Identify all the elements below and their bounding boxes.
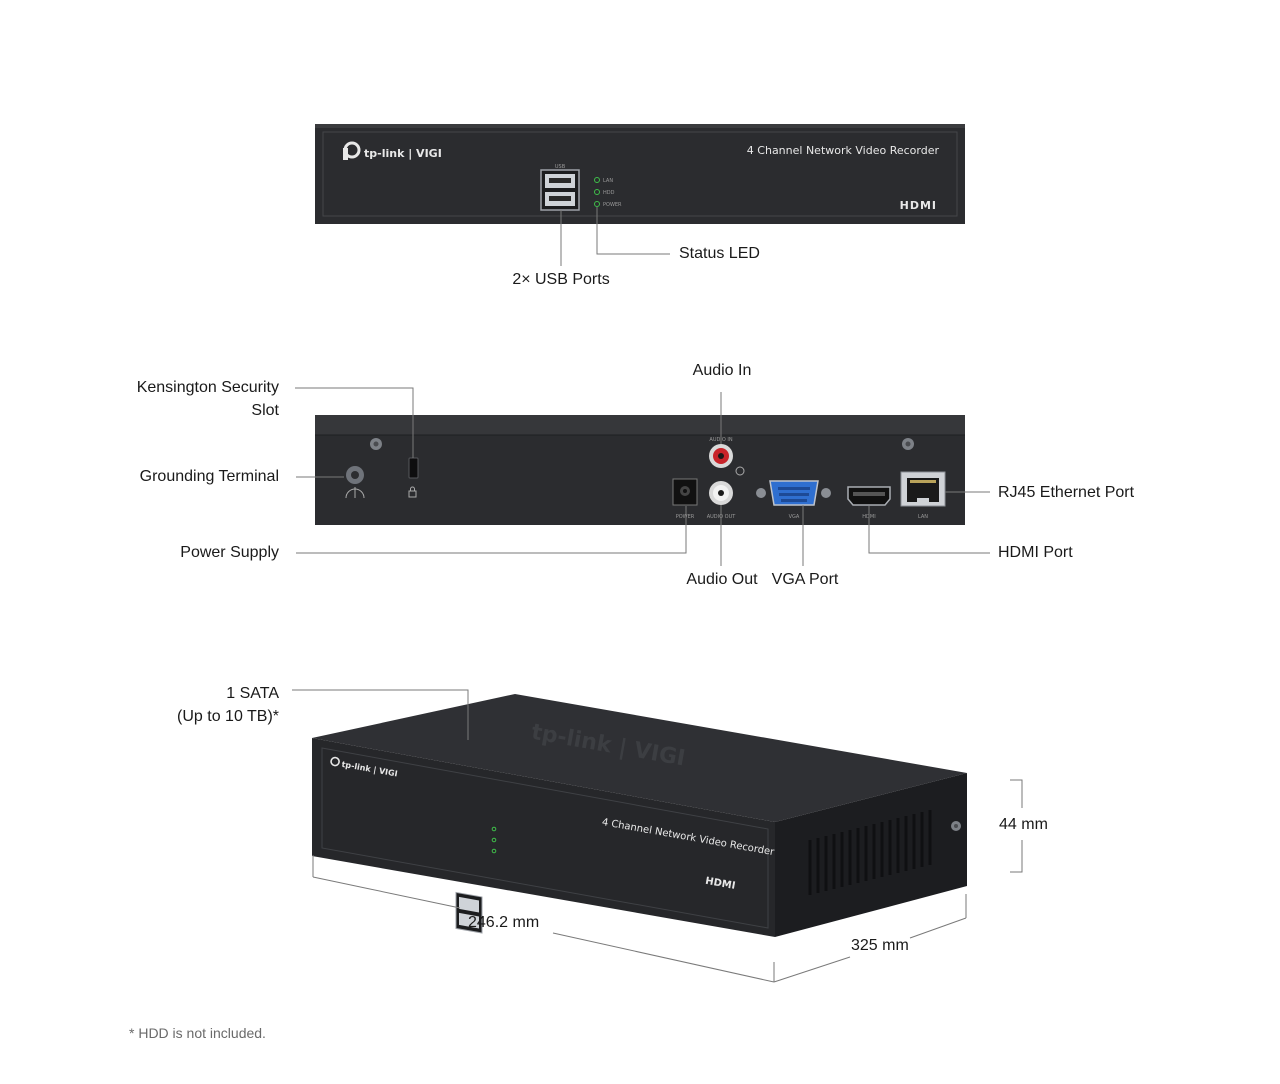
screw-icon: [370, 438, 382, 450]
dimension-depth: 325 mm: [851, 937, 909, 954]
front-panel-view: tp-link | VIGI 4 Channel Network Video R…: [315, 124, 965, 266]
iso-hdmi-logo: HDMI: [704, 876, 736, 892]
usb-tag: USB: [555, 164, 566, 170]
screw-icon: [951, 821, 961, 831]
callout-hdmi-port: HDMI Port: [998, 544, 1073, 561]
usb-ports: [540, 169, 580, 211]
iso-usb-ports: [455, 891, 483, 934]
headphone-icon: [735, 466, 745, 476]
led-lan-tag: LAN: [603, 178, 613, 184]
callout-status-led: Status LED: [679, 245, 760, 262]
front-hdmi-logo: HDMI: [900, 199, 937, 212]
callout-audio-in: Audio In: [692, 362, 752, 379]
front-chassis: [315, 124, 965, 224]
tp-link-logo-icon: [343, 141, 361, 160]
front-leader-lines: [560, 207, 670, 266]
screw-icon: [902, 438, 914, 450]
callout-power-supply: Power Supply: [180, 544, 279, 561]
rear-power-tag: POWER: [676, 514, 695, 520]
callout-usb-ports: 2× USB Ports: [512, 271, 610, 288]
dimension-width: 246.2 mm: [468, 914, 540, 931]
iso-status-leds: [491, 826, 497, 854]
side-vents: [808, 810, 932, 895]
chassis-front-face: [312, 738, 775, 937]
rear-lan-tag: LAN: [918, 514, 928, 520]
isometric-view: tp-link | VIGI tp-link | VIGI 4 Channel …: [292, 689, 1023, 983]
callout-kensington: Kensington Security Slot: [136, 379, 279, 419]
rear-vga-tag: VGA: [789, 514, 800, 520]
callout-rj45: RJ45 Ethernet Port: [998, 484, 1135, 501]
vga-port: [756, 480, 831, 506]
rear-leader-lines: [295, 387, 990, 566]
dimension-height: 44 mm: [999, 816, 1048, 833]
callout-grounding: Grounding Terminal: [139, 468, 279, 485]
lock-icon: [408, 486, 417, 498]
front-logo-text: tp-link | VIGI: [364, 147, 442, 160]
rj45-port: [900, 471, 946, 507]
iso-leader-lines: [292, 689, 1023, 983]
chassis-side-face: [775, 773, 967, 937]
callout-sata: 1 SATA (Up to 10 TB)*: [177, 685, 279, 725]
hdmi-port: [847, 486, 891, 506]
grounding-terminal: [345, 466, 365, 499]
led-hdd-tag: HDD: [603, 190, 615, 196]
power-jack: [672, 478, 698, 506]
callout-audio-out: Audio Out: [686, 571, 758, 588]
front-model-text: 4 Channel Network Video Recorder: [747, 144, 940, 157]
led-power-tag: POWER: [603, 202, 622, 208]
chassis-top-face: [312, 694, 967, 822]
rear-panel-view: POWER AUDIO IN AUDIO OUT VGA: [295, 387, 990, 566]
audio-in-port: [709, 444, 733, 468]
kensington-slot: [408, 457, 419, 498]
footnote: * HDD is not included.: [129, 1025, 266, 1041]
callout-vga-port: VGA Port: [771, 571, 839, 588]
audio-out-port: [709, 481, 733, 505]
status-leds: [594, 177, 600, 207]
